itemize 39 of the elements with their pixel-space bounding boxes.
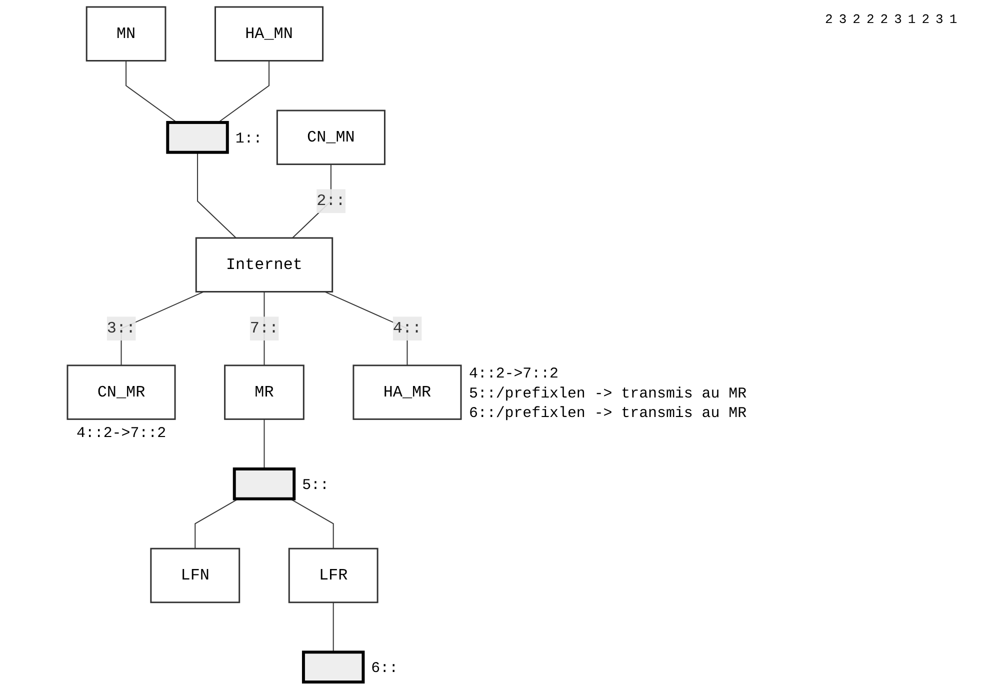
node-box: CN_MN <box>276 110 386 166</box>
network-prefix-label: 1:: <box>236 131 263 148</box>
interface-number: 2 <box>866 12 874 27</box>
node-bar <box>302 650 366 684</box>
edge-label: 3:: <box>107 320 136 338</box>
node-box: CN_MR <box>67 364 176 420</box>
interface-number: 3 <box>838 12 847 27</box>
node-box: LFN <box>150 548 240 604</box>
edge-label: 7:: <box>250 320 279 338</box>
interface-number: 2 <box>922 12 930 27</box>
connector <box>126 60 178 123</box>
interface-number: 1 <box>908 12 916 27</box>
network-prefix-label: 6:: <box>372 661 398 678</box>
routing-note: 4::2->7::2 <box>76 426 166 442</box>
interface-number: 3 <box>936 12 944 27</box>
routing-note: 5::/prefixlen -> transmis au MR <box>469 386 747 402</box>
interface-number: 2 <box>825 12 833 27</box>
interface-number: 2 <box>880 12 888 27</box>
interface-number: 1 <box>949 12 958 27</box>
node-box: LFR <box>288 548 379 604</box>
connector <box>333 602 334 653</box>
node-box: MR <box>224 364 305 420</box>
routing-note: 6::/prefixlen -> transmis au MR <box>469 406 747 422</box>
edge-label: 2:: <box>316 192 346 210</box>
node-box: MN <box>86 6 167 62</box>
edge-label: 4:: <box>393 320 422 338</box>
node-bar <box>233 467 296 500</box>
interface-number: 3 <box>894 12 902 27</box>
interface-number: 2 <box>852 12 860 27</box>
connector <box>218 60 270 123</box>
connector <box>290 498 334 550</box>
node-box: HA_MN <box>214 6 324 62</box>
connector <box>197 152 237 238</box>
node-box: HA_MR <box>353 364 462 420</box>
network-prefix-label: 5:: <box>302 478 330 494</box>
node-bar <box>166 120 230 154</box>
routing-note: 4::2->7::2 <box>469 366 559 382</box>
node-box: Internet <box>196 237 334 292</box>
connector <box>264 418 266 470</box>
